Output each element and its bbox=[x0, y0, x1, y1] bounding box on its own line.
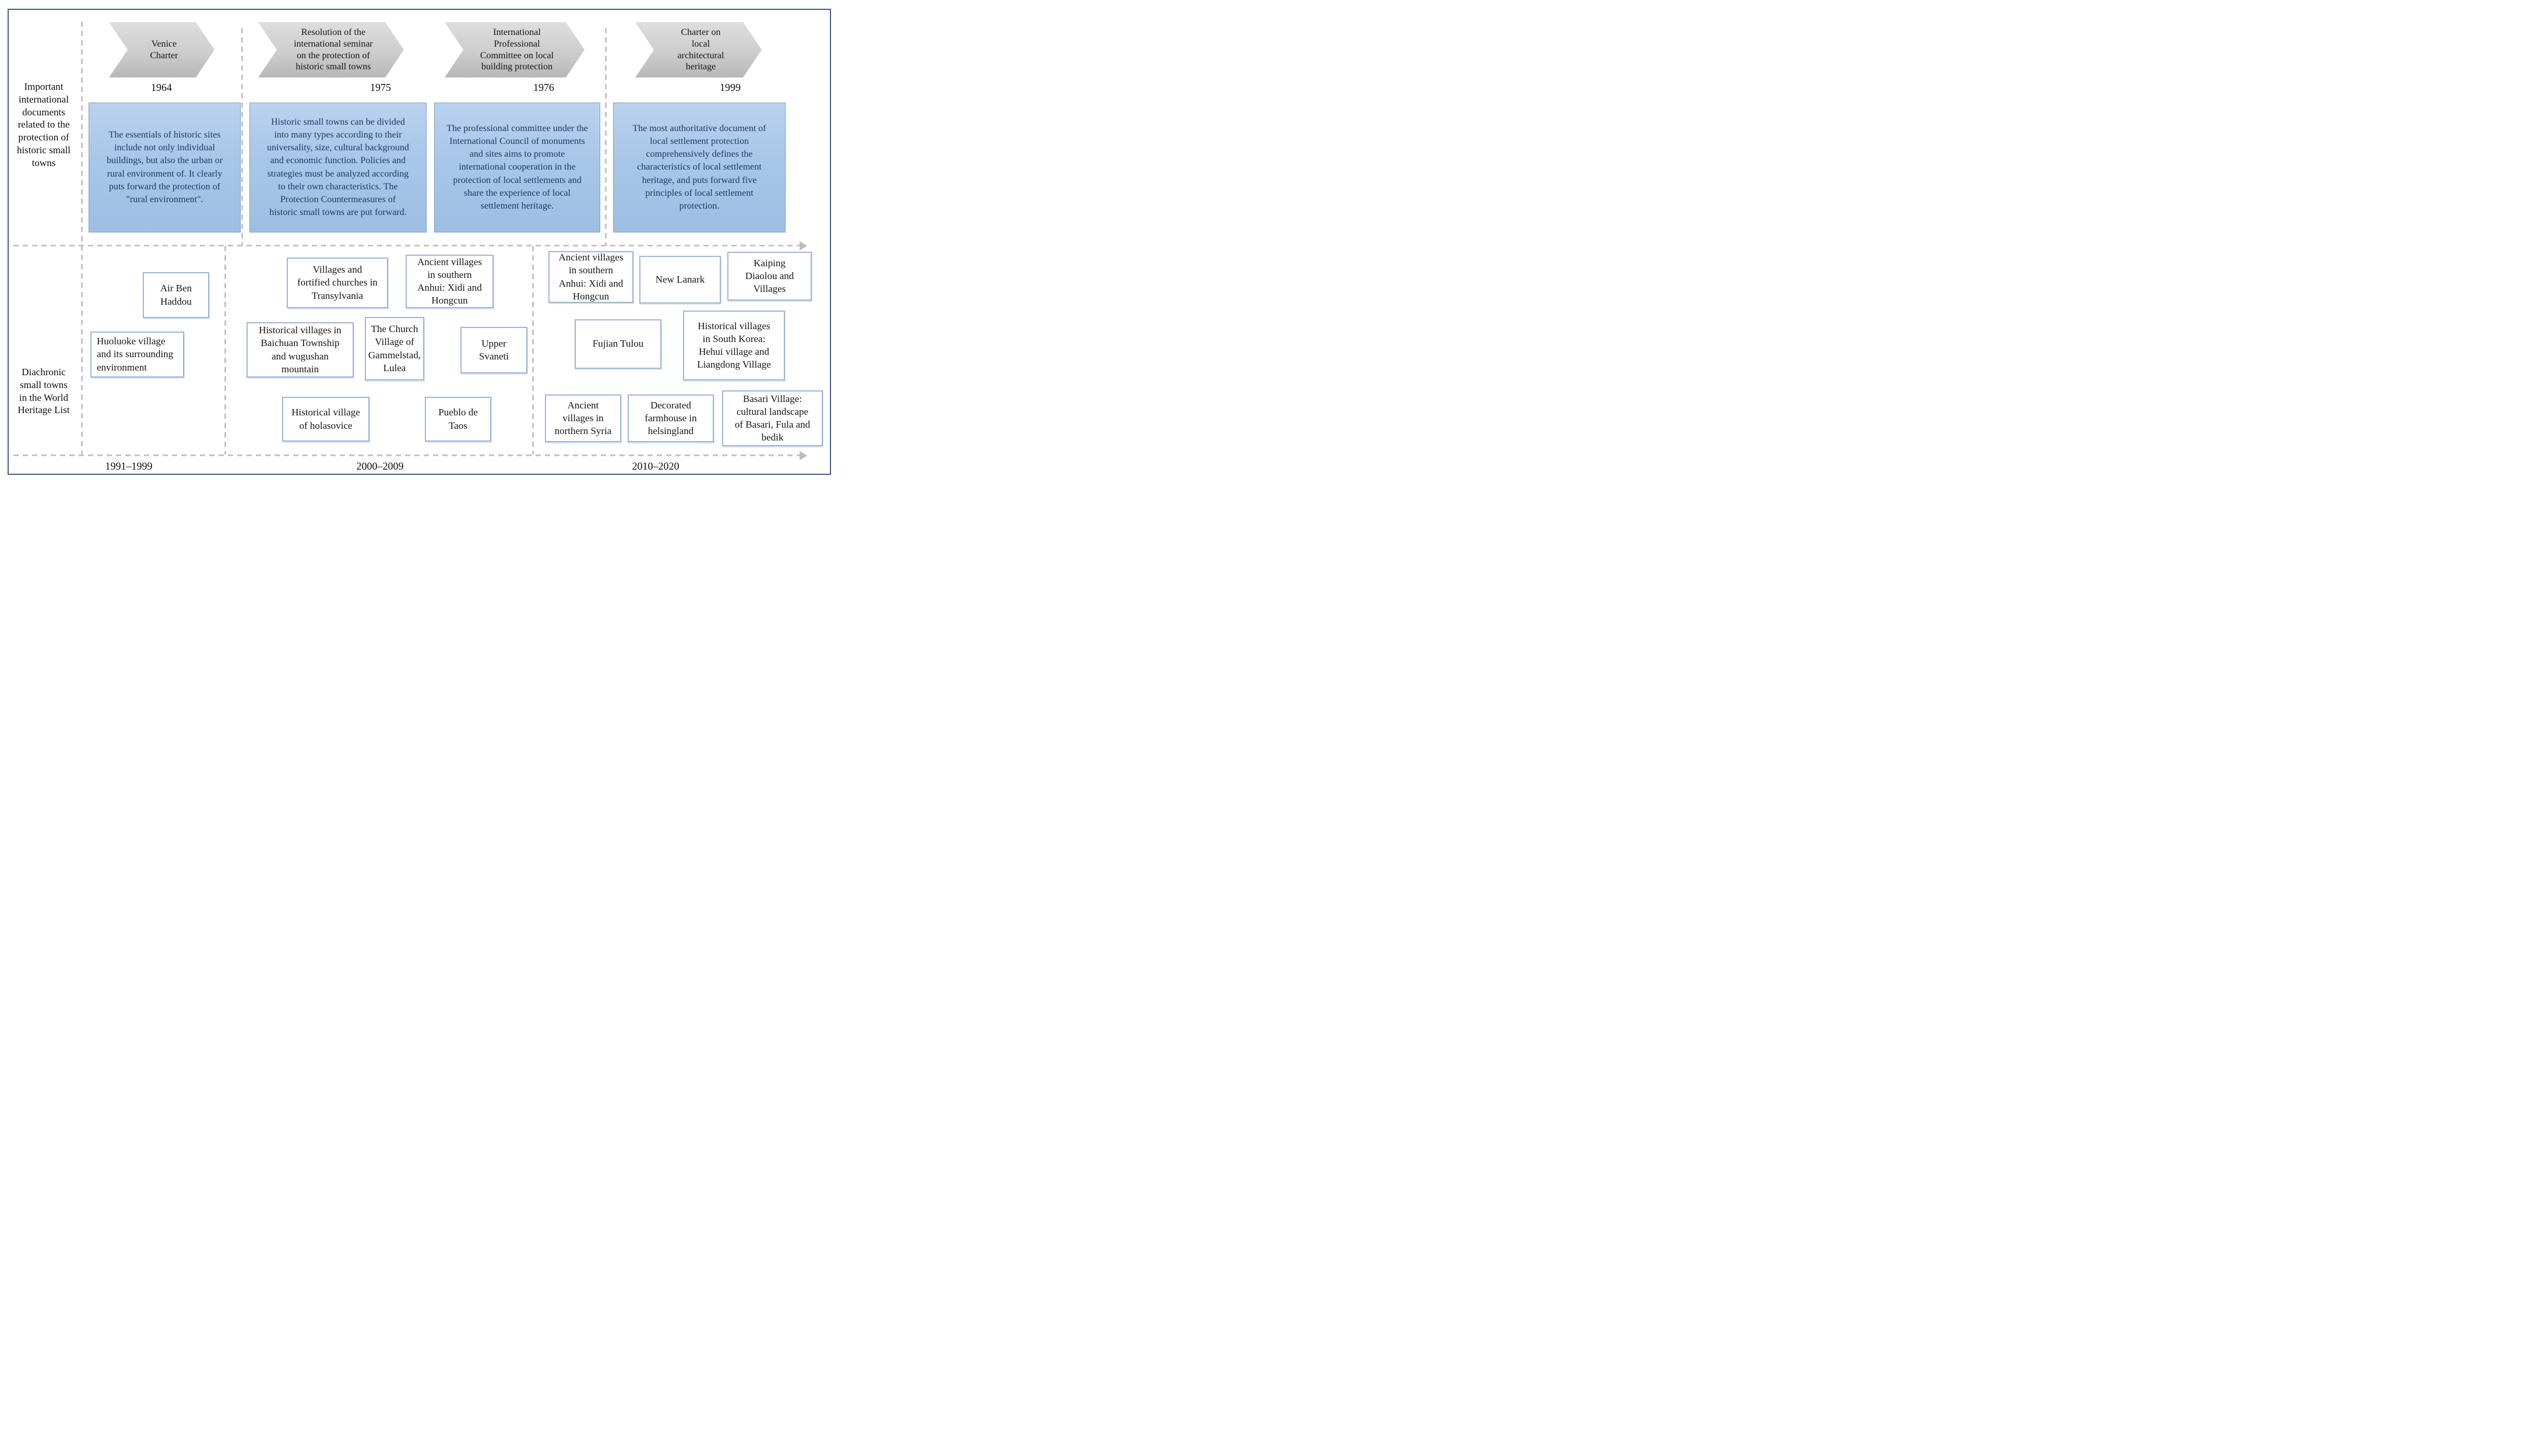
year-label-1975: 1975 bbox=[370, 82, 391, 93]
site-box-gammelstad-lulea: The Church Village of Gammelstad, Lulea bbox=[365, 317, 424, 380]
document-description-1976: The professional committee under the Int… bbox=[434, 103, 600, 232]
documents-divider-1964-1975 bbox=[241, 28, 243, 246]
site-box-decorated-farmhouse: Decorated farmhouse in helsingland bbox=[628, 394, 714, 442]
timeline-axis-bottom-arrowhead-icon bbox=[800, 451, 807, 460]
site-box-anhui-xidi-hongcun-2010: Ancient villages in southern Anhui: Xidi… bbox=[548, 251, 633, 303]
period-label-2000-2009: 2000–2009 bbox=[356, 460, 404, 472]
document-arrow-professional-committee: International Professional Committee on … bbox=[445, 22, 585, 77]
site-box-baichuan-township: Historical villages in Baichuan Township… bbox=[247, 322, 354, 378]
site-box-anhui-xidi-hongcun-2000: Ancient villages in southern Anhui: Xidi… bbox=[406, 255, 494, 308]
year-label-1964: 1964 bbox=[151, 82, 172, 93]
period-label-1991-1999: 1991–1999 bbox=[105, 460, 153, 472]
document-description-1975: Historic small towns can be divided into… bbox=[249, 103, 427, 232]
document-description-1999: The most authoritative document of local… bbox=[613, 103, 786, 232]
site-box-fujian-tulou: Fujian Tulou bbox=[575, 319, 661, 369]
site-box-holasovice: Historical village of holasovice bbox=[282, 397, 369, 442]
row-label-diachronic-small-towns: Diachronic small towns in the World Heri… bbox=[17, 366, 70, 416]
site-box-upper-svaneti: Upper Svaneti bbox=[460, 327, 527, 373]
site-box-basari-village: Basari Village: cultural landscape of Ba… bbox=[722, 390, 823, 446]
document-description-1964: The essentials of historic sites include… bbox=[89, 103, 241, 232]
document-arrow-charter-local-heritage: Charter on local architectural heritage bbox=[635, 22, 762, 77]
periods-divider-1 bbox=[224, 246, 226, 454]
site-box-northern-syria: Ancient villages in northern Syria bbox=[545, 394, 621, 442]
timeline-axis-bottom bbox=[13, 454, 800, 456]
site-box-huoluoke-village: Huoluoke village and its surrounding env… bbox=[90, 332, 184, 378]
periods-divider-2 bbox=[532, 246, 534, 454]
site-box-pueblo-de-taos: Pueblo de Taos bbox=[425, 397, 491, 442]
site-box-air-ben-haddou: Air Ben Haddou bbox=[143, 272, 209, 318]
site-box-south-korea-villages: Historical villages in South Korea: Hehu… bbox=[683, 311, 785, 380]
document-arrow-resolution-seminar: Resolution of the international seminar … bbox=[258, 22, 404, 77]
site-box-kaiping-diaolou: Kaiping Diaolou and Villages bbox=[727, 252, 812, 301]
row-label-international-documents: Important international documents relate… bbox=[16, 81, 71, 168]
period-label-2010-2020: 2010–2020 bbox=[632, 460, 680, 472]
documents-divider-1976-1999 bbox=[605, 28, 607, 246]
year-label-1976: 1976 bbox=[533, 82, 554, 93]
year-label-1999: 1999 bbox=[720, 82, 741, 93]
timeline-axis-middle bbox=[13, 245, 800, 246]
label-column-divider bbox=[81, 22, 83, 454]
site-box-new-lanark: New Lanark bbox=[639, 256, 721, 304]
site-box-transylvania: Villages and fortified churches in Trans… bbox=[287, 258, 388, 308]
timeline-axis-middle-arrowhead-icon bbox=[800, 241, 807, 251]
timeline-diagram: Important international documents relate… bbox=[0, 0, 842, 485]
